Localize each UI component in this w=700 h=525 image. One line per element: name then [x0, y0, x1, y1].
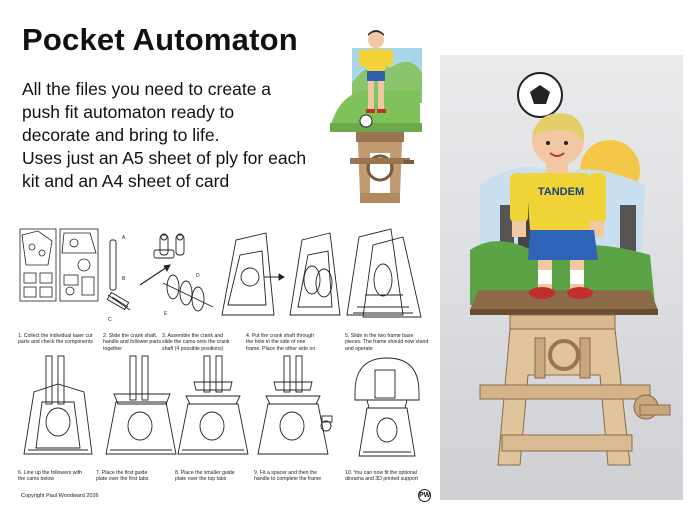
automaton-photo: TANDEM — [440, 55, 683, 500]
copyright-text: Copyright Paul Woodward 2026 — [21, 493, 99, 499]
intro-line: Uses just an A5 sheet of ply for each — [22, 148, 307, 168]
step-1-caption: 1. Collect the individual laser cut part… — [18, 333, 93, 346]
step-5-caption: 5. Slide in the two frame base pieces. T… — [345, 333, 429, 352]
shirt-text: TANDEM — [538, 186, 584, 198]
step-9-image — [252, 352, 337, 460]
step-7-caption: 7. Place the first guide plate over the … — [96, 470, 149, 483]
step-10-caption: 10. You can now fit the optional diorama… — [345, 470, 418, 483]
step-1-image — [18, 225, 103, 307]
step-6-image — [18, 352, 98, 460]
part-label-c: C — [108, 317, 112, 323]
intro-line: decorate and bring to life. — [22, 125, 220, 145]
step-8-image — [172, 352, 254, 460]
page-title: Pocket Automaton — [22, 22, 298, 57]
step-4-image — [218, 225, 343, 325]
kit-illustration — [330, 28, 430, 218]
step-7-image — [100, 352, 182, 460]
pw-logo: PW — [418, 489, 431, 502]
step-9-caption: 9. Fit a spacer and then the handle to c… — [254, 470, 322, 483]
intro-line: All the files you need to create a — [22, 79, 272, 99]
step-2-image: A B C — [100, 225, 190, 325]
step-5-image — [343, 225, 425, 325]
step-3-image: D E — [158, 225, 218, 325]
step-2-caption: 2. Slide the crank shaft, handle and fol… — [103, 333, 161, 352]
part-label-a: A — [122, 235, 126, 241]
step-3-caption: 3. Assemble the crank and slide the cams… — [162, 333, 230, 352]
intro-line: kit and an A4 sheet of card — [22, 171, 230, 191]
step-10-image — [345, 352, 427, 460]
step-4-caption: 4. Put the crank shaft through the hole … — [246, 333, 316, 352]
intro-text: All the files you need to create a push … — [22, 78, 327, 193]
intro-line: push fit automaton ready to — [22, 102, 235, 122]
step-6-caption: 6. Line up the followers with the cams b… — [18, 470, 83, 483]
step-8-caption: 8. Place the smaller guide plate over th… — [175, 470, 235, 483]
part-label-b: B — [122, 276, 126, 282]
part-label-e: E — [164, 311, 168, 317]
part-label-d: D — [196, 273, 200, 279]
